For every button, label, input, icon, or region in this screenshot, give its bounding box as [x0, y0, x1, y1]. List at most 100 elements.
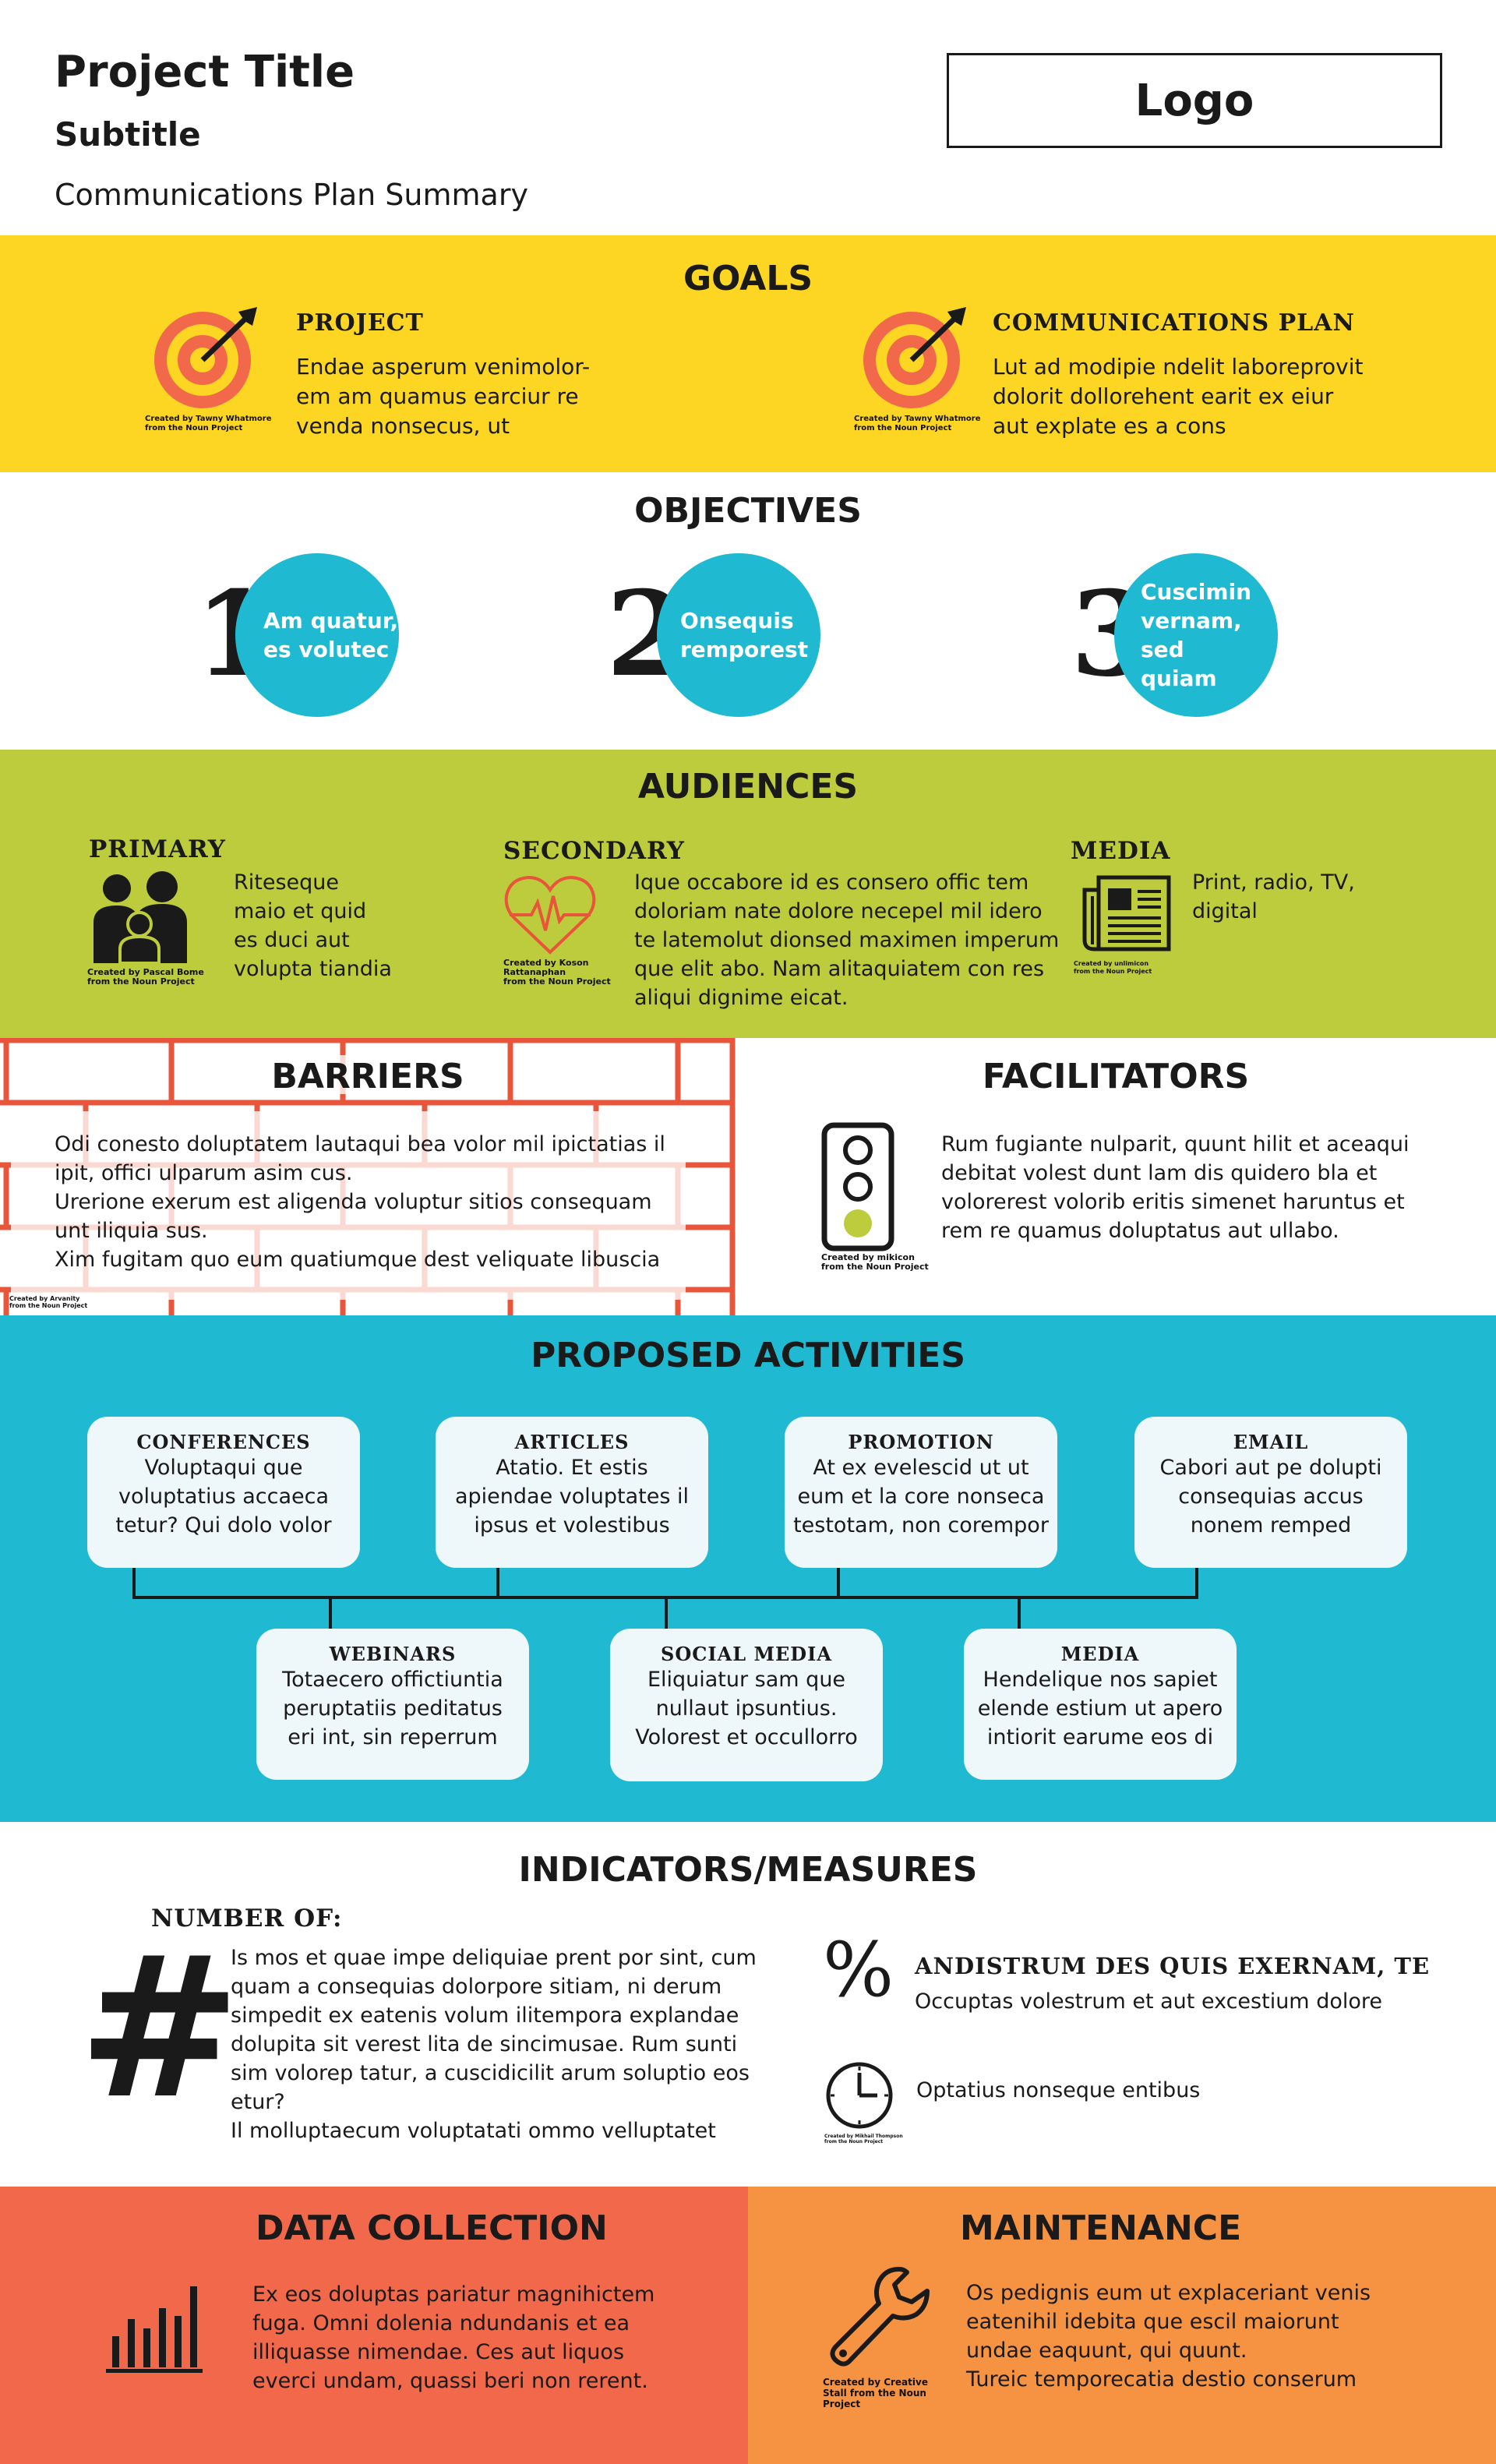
maintenance-credit: Created by Creative Stall from the Noun …: [823, 2377, 928, 2409]
clock-credit: Created by Mikhail Thompson from the Nou…: [824, 2134, 903, 2145]
text-line: maio et quid: [234, 899, 367, 923]
indicators-section: INDICATORS/MEASURES NUMBER OF: # Is mos …: [0, 1822, 1496, 2187]
objectives-heading: OBJECTIVES: [634, 491, 862, 531]
audience-primary-text: Riteseque maio et quid es duci aut volup…: [234, 868, 392, 983]
percent-text: Occuptas volestrum et aut excestium dolo…: [915, 1989, 1382, 2014]
credit-line: from the Noun Project: [145, 424, 243, 432]
text-line: Lut ad modipie ndelit laboreprovit: [993, 354, 1364, 379]
audience-media-text: Print, radio, TV, digital: [1192, 868, 1355, 926]
text-line: quiam: [1141, 665, 1217, 691]
connector-line: [329, 1596, 332, 1632]
credit-line: from the Noun Project: [87, 976, 195, 987]
activities-heading: PROPOSED ACTIVITIES: [530, 1336, 966, 1375]
maintenance-heading: MAINTENANCE: [960, 2208, 1242, 2248]
objective-text: Cuscimin vernam, sed quiam: [1114, 577, 1278, 693]
activity-title: SOCIAL MEDIA: [661, 1643, 832, 1665]
activity-text: Hendelique nos sapiet elende estium ut a…: [964, 1665, 1237, 1752]
goals-project-text: Endae asperum venimolor- em am quamus ea…: [296, 352, 590, 441]
audience-secondary-text: Ique occabore id es consero offic tem do…: [634, 868, 1059, 1012]
traffic-light-icon: [821, 1122, 894, 1251]
subtitle: Subtitle: [55, 115, 201, 154]
text-line: sim volorep tatur, a cuscidicilit arum s…: [231, 2061, 750, 2085]
text-line: Rum fugiante nulparit, quunt hilit et ac…: [941, 1132, 1410, 1156]
goals-heading: GOALS: [683, 259, 813, 298]
objective-circle: Am quatur, es volutec: [235, 553, 399, 717]
maintenance-text: Os pedignis eum ut explaceriant venis ea…: [966, 2279, 1371, 2394]
objective-circle: Cuscimin vernam, sed quiam: [1114, 553, 1278, 717]
objectives-section: OBJECTIVES 1 Am quatur, es volutec 2 Ons…: [0, 472, 1496, 750]
text-line: vernam, sed: [1141, 608, 1242, 662]
percent-icon: %: [823, 1926, 894, 2014]
wrench-icon: [830, 2267, 930, 2367]
activity-card: MEDIA Hendelique nos sapiet elende estiu…: [964, 1629, 1237, 1780]
activity-title: EMAIL: [1233, 1431, 1309, 1453]
audience-media-label: MEDIA: [1071, 837, 1171, 865]
text-line: simpedit ex eatenis volum ilitempora exp…: [231, 2003, 739, 2028]
text-line: Print, radio, TV,: [1192, 870, 1355, 895]
objective-circle: Onsequis remporest: [657, 553, 820, 717]
credit-line: from the Noun Project: [503, 976, 611, 987]
credit-line: from the Noun Project: [824, 2139, 884, 2145]
credit-line: from the Noun Project: [9, 1302, 88, 1309]
target-icon: [863, 307, 966, 408]
text-line: consequias accus: [1178, 1484, 1364, 1509]
audience-primary-credit: Created by Pascal Bome from the Noun Pro…: [87, 968, 204, 987]
text-line: apiendae voluptates il: [454, 1484, 690, 1509]
activity-title: PROMOTION: [848, 1431, 994, 1453]
text-line: Cabori aut pe dolupti: [1159, 1456, 1382, 1480]
activity-card: PROMOTION At ex evelescid ut ut eum et l…: [785, 1417, 1057, 1568]
text-line: etur?: [231, 2090, 285, 2114]
text-line: ipit, offici ulparum asim cus.: [55, 1161, 353, 1185]
text-line: Volorest et occullorro: [635, 1725, 858, 1749]
text-line: elende estium ut apero: [977, 1696, 1223, 1721]
credit-line: Created by Creative: [823, 2377, 928, 2388]
number-of-label: NUMBER OF:: [151, 1904, 343, 1933]
activity-text: Eliquiatur sam que nullaut ipsuntius. Vo…: [610, 1665, 883, 1752]
text-line: rem re quamus doluptatus aut ullabo.: [941, 1219, 1339, 1243]
goals-comms-credit: Created by Tawny Whatmore from the Noun …: [854, 415, 980, 433]
brick-wall-icon: [0, 1038, 736, 1315]
activity-title: MEDIA: [1060, 1643, 1140, 1665]
goals-section: GOALS Created by Tawny Whatmore from the…: [0, 235, 1496, 472]
data-collection-text: Ex eos doluptas pariatur magnihictem fug…: [252, 2280, 654, 2395]
barriers-text: Odi conesto doluptatem lautaqui bea volo…: [55, 1130, 665, 1274]
text-line: Os pedignis eum ut explaceriant venis: [966, 2281, 1371, 2305]
objective-text: Onsequis remporest: [657, 606, 808, 664]
credit-line: Created by Tawny Whatmore: [145, 415, 272, 423]
facilitators-text: Rum fugiante nulparit, quunt hilit et ac…: [941, 1130, 1410, 1245]
text-line: unt iliquia sus.: [55, 1219, 208, 1243]
credit-line: Rattanaphan: [503, 967, 566, 977]
text-line: everci undam, quassi beri non rerent.: [252, 2369, 648, 2393]
text-line: Ique occabore id es consero offic tem: [634, 870, 1029, 895]
text-line: Eliquiatur sam que: [647, 1668, 846, 1692]
text-line: At ex evelescid ut ut: [813, 1456, 1029, 1480]
clock-text: Optatius nonseque entibus: [916, 2078, 1201, 2102]
activity-card: EMAIL Cabori aut pe dolupti consequias a…: [1134, 1417, 1407, 1568]
credit-line: Created by Tawny Whatmore: [854, 415, 981, 423]
text-line: Endae asperum venimolor-: [296, 354, 591, 379]
text-line: Ex eos doluptas pariatur magnihictem: [252, 2282, 655, 2307]
text-line: Hendelique nos sapiet: [983, 1668, 1218, 1692]
connector-line: [1018, 1596, 1021, 1632]
newspaper-icon: [1082, 875, 1171, 951]
text-line: voluptatius accaeca: [118, 1484, 329, 1509]
text-line: Urerione exerum est aligenda voluptur si…: [55, 1190, 652, 1214]
goals-project-label: PROJECT: [296, 309, 424, 337]
audience-media-credit: Created by unlimicon from the Noun Proje…: [1074, 960, 1152, 976]
activity-text: Voluptaqui que voluptatius accaeca tetur…: [87, 1453, 360, 1540]
text-line: Odi conesto doluptatem lautaqui bea volo…: [55, 1132, 665, 1156]
audiences-heading: AUDIENCES: [637, 767, 859, 807]
number-of-text: Is mos et quae impe deliquiae prent por …: [231, 1943, 757, 2145]
heartbeat-icon: [504, 875, 596, 955]
text-line: undae eaquunt, qui quunt.: [966, 2339, 1247, 2363]
credit-line: Created by Pascal Bome: [87, 967, 204, 977]
credit-line: Created by Mikhail Thompson: [824, 2134, 903, 2139]
text-line: peruptatiis peditatus: [283, 1696, 503, 1721]
target-icon: [154, 307, 257, 408]
activity-card: SOCIAL MEDIA Eliquiatur sam que nullaut …: [610, 1629, 883, 1781]
activity-text: Totaecero offictiuntia peruptatiis pedit…: [256, 1665, 529, 1752]
text-line: nullaut ipsuntius.: [655, 1696, 838, 1721]
text-line: te latemolut dionsed maximen imperum: [634, 928, 1060, 952]
text-line: digital: [1192, 899, 1258, 923]
text-line: volupta tiandia: [234, 957, 392, 981]
